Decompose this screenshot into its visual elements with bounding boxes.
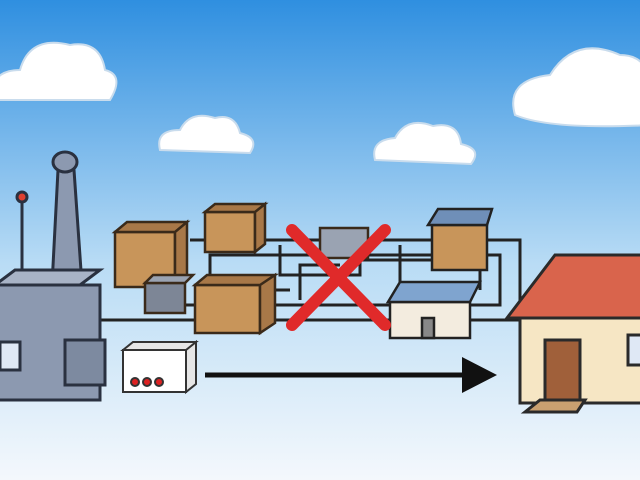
house-icon (503, 253, 640, 414)
arrow-right-icon (205, 357, 497, 393)
warehouse-box-icon (111, 201, 370, 336)
cloud-icon (0, 41, 640, 166)
cross-icon (286, 224, 391, 331)
factory-icon (0, 150, 107, 402)
control-box-icon (120, 339, 199, 395)
building-icon (385, 207, 494, 340)
